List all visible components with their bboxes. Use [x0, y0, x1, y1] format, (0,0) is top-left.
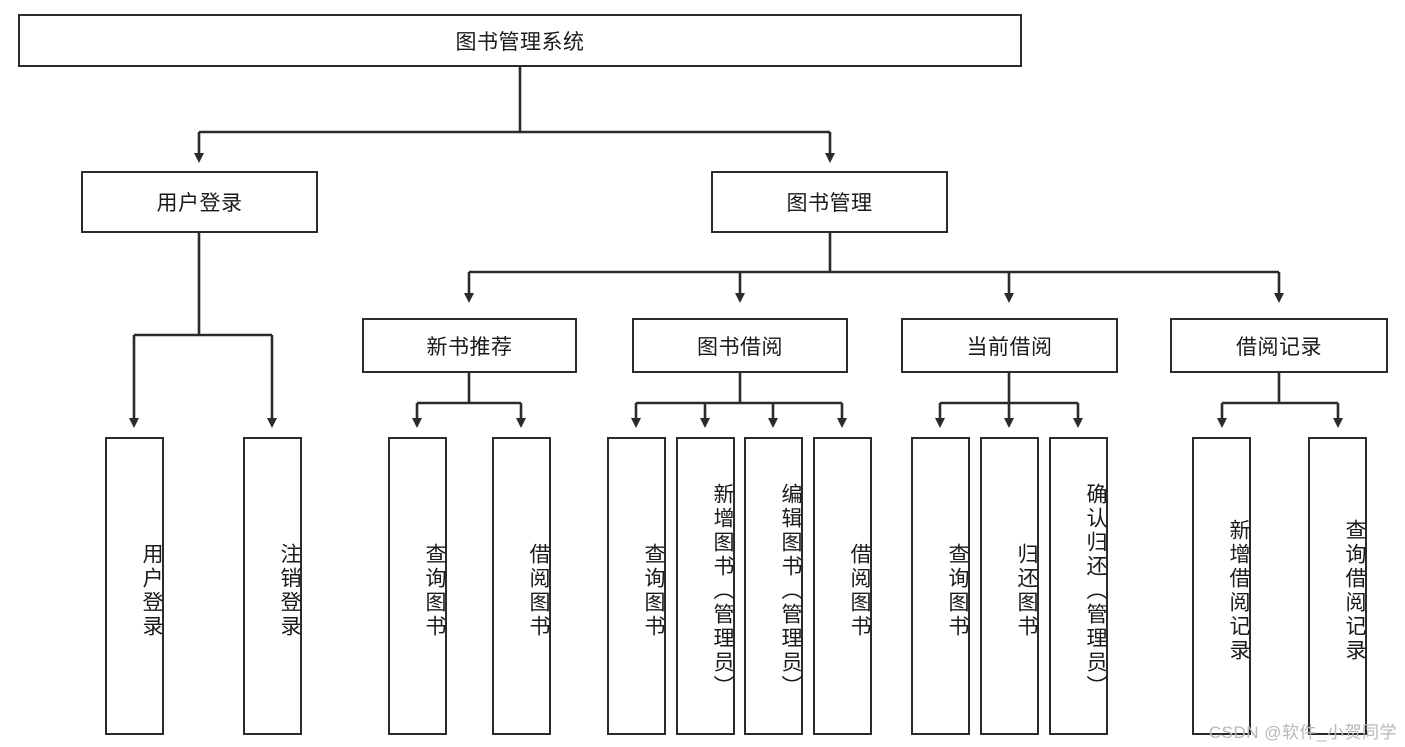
- node-leaf-query-book-3[interactable]: 查询图书: [911, 437, 970, 735]
- node-leaf-logout-label: 注销登录: [278, 543, 301, 639]
- node-leaf-query-book-1-label: 查询图书: [423, 543, 446, 639]
- node-leaf-query-record[interactable]: 查询借阅记录: [1308, 437, 1367, 735]
- node-leaf-borrow-book-1-label: 借阅图书: [527, 543, 550, 639]
- node-borrow-record-label: 借阅记录: [1236, 335, 1322, 359]
- node-leaf-user-login[interactable]: 用户登录: [105, 437, 164, 735]
- node-new-book-recommend[interactable]: 新书推荐: [362, 318, 577, 373]
- node-root[interactable]: 图书管理系统: [18, 14, 1022, 67]
- node-borrow-record[interactable]: 借阅记录: [1170, 318, 1388, 373]
- node-root-label: 图书管理系统: [455, 30, 585, 54]
- node-leaf-query-book-1[interactable]: 查询图书: [388, 437, 447, 735]
- node-leaf-borrow-book-2[interactable]: 借阅图书: [813, 437, 872, 735]
- node-book-manage[interactable]: 图书管理: [711, 171, 948, 233]
- node-leaf-return-book-label: 归还图书: [1015, 543, 1038, 639]
- node-leaf-confirm-return-label: 确认归还（管理员）: [1084, 483, 1107, 699]
- node-leaf-add-book-label: 新增图书（管理员）: [711, 483, 734, 699]
- node-leaf-query-book-2-label: 查询图书: [642, 543, 665, 639]
- node-leaf-borrow-book-2-label: 借阅图书: [848, 543, 871, 639]
- node-leaf-return-book[interactable]: 归还图书: [980, 437, 1039, 735]
- node-leaf-query-book-2[interactable]: 查询图书: [607, 437, 666, 735]
- node-leaf-borrow-book-1[interactable]: 借阅图书: [492, 437, 551, 735]
- node-user-login[interactable]: 用户登录: [81, 171, 318, 233]
- node-current-borrow-label: 当前借阅: [966, 335, 1053, 359]
- watermark: CSDN @软件_小贺同学: [1208, 723, 1397, 742]
- node-leaf-edit-book-label: 编辑图书（管理员）: [779, 483, 802, 699]
- node-current-borrow[interactable]: 当前借阅: [901, 318, 1118, 373]
- node-leaf-confirm-return[interactable]: 确认归还（管理员）: [1049, 437, 1108, 735]
- node-new-book-recommend-label: 新书推荐: [426, 335, 513, 359]
- node-leaf-user-login-label: 用户登录: [140, 543, 163, 639]
- node-leaf-query-record-label: 查询借阅记录: [1343, 519, 1366, 663]
- node-leaf-add-record-label: 新增借阅记录: [1227, 519, 1250, 663]
- node-user-login-label: 用户登录: [156, 192, 243, 215]
- node-leaf-query-book-3-label: 查询图书: [946, 543, 969, 639]
- node-book-borrow-label: 图书借阅: [697, 335, 783, 359]
- node-leaf-add-record[interactable]: 新增借阅记录: [1192, 437, 1251, 735]
- node-leaf-edit-book[interactable]: 编辑图书（管理员）: [744, 437, 803, 735]
- node-book-manage-label: 图书管理: [786, 192, 873, 215]
- node-leaf-add-book[interactable]: 新增图书（管理员）: [676, 437, 735, 735]
- node-book-borrow[interactable]: 图书借阅: [632, 318, 848, 373]
- node-leaf-logout[interactable]: 注销登录: [243, 437, 302, 735]
